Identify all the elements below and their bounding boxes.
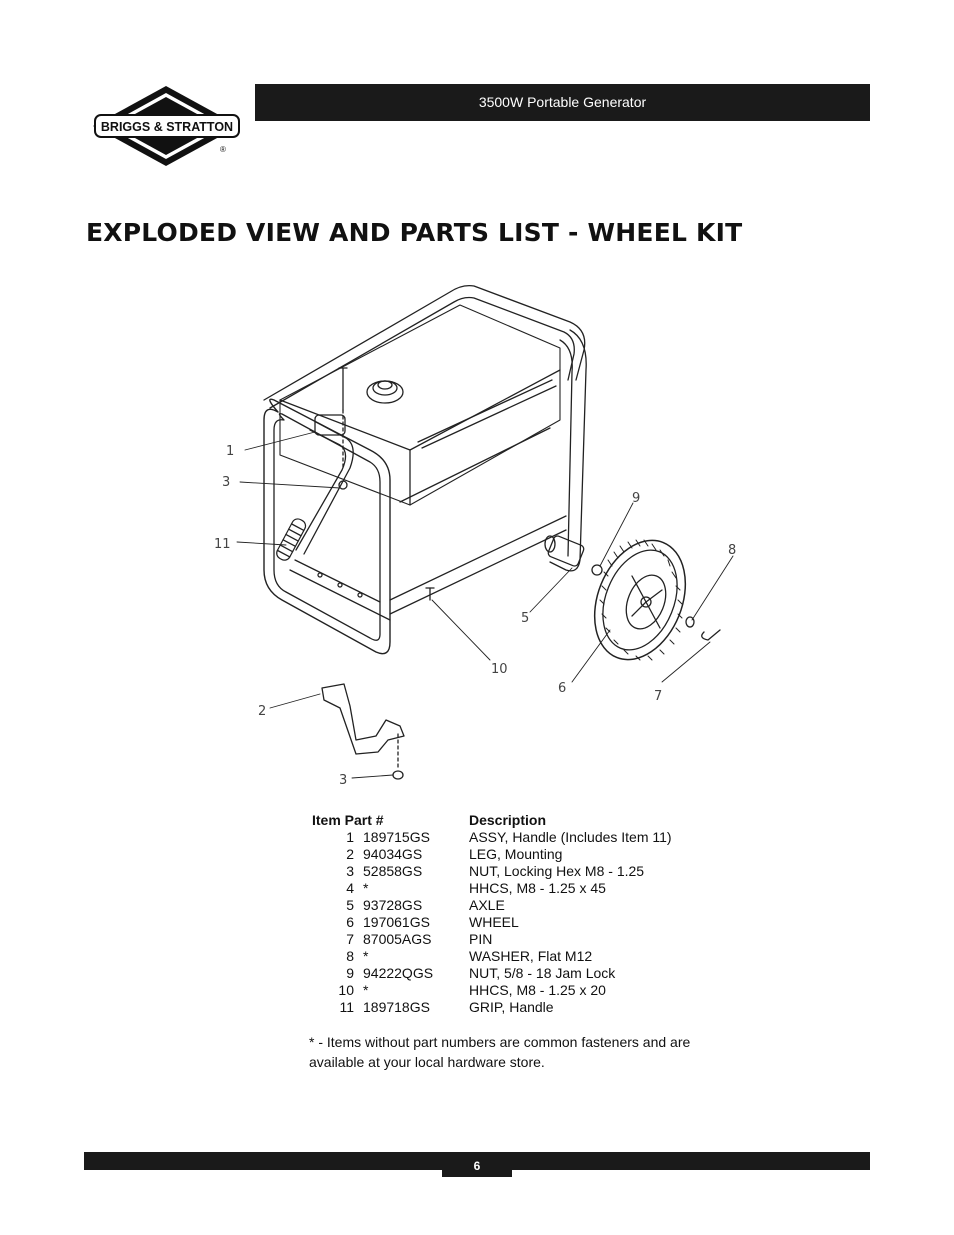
header-item-part: Item Part # (312, 812, 384, 828)
document-title: 3500W Portable Generator (478, 94, 647, 110)
part-description: NUT, Locking Hex M8 - 1.25 (469, 863, 645, 879)
table-row: 9 94222QGS NUT, 5/8 - 18 Jam Lock (312, 965, 672, 982)
table-row: 11 189718GS GRIP, Handle (312, 999, 672, 1016)
page-title: EXPLODED VIEW AND PARTS LIST - WHEEL KIT (86, 218, 743, 247)
table-row: 3 52858GS NUT, Locking Hex M8 - 1.25 (312, 863, 672, 880)
callout-7: 7 (654, 689, 662, 704)
callout-11: 11 (214, 537, 231, 552)
item-number: 2 (346, 846, 354, 862)
item-number: 5 (346, 897, 354, 913)
callout-5: 5 (521, 611, 529, 626)
part-description: WASHER, Flat M12 (469, 948, 593, 964)
item-number: 7 (346, 931, 354, 947)
part-number: 52858GS (363, 863, 423, 879)
item-number: 8 (346, 948, 354, 964)
table-row: 7 87005AGS PIN (312, 931, 672, 948)
table-row: 4 * HHCS, M8 - 1.25 x 45 (312, 880, 672, 897)
header-bar: 3500W Portable Generator (255, 84, 870, 121)
part-description: ASSY, Handle (Includes Item 11) (469, 829, 672, 845)
page-number: 6 (442, 1152, 512, 1177)
table-row: 5 93728GS AXLE (312, 897, 672, 914)
callout-2: 2 (258, 704, 266, 719)
table-row: 10 * HHCS, M8 - 1.25 x 20 (312, 982, 672, 999)
part-number: 189718GS (363, 999, 430, 1015)
part-description: PIN (469, 931, 493, 947)
part-number: 94034GS (363, 846, 423, 862)
item-number: 1 (346, 829, 354, 845)
item-number: 3 (346, 863, 354, 879)
item-number: 6 (346, 914, 354, 930)
item-number: 9 (346, 965, 354, 981)
callout-3-top: 3 (222, 475, 230, 490)
footnote: * - Items without part numbers are commo… (309, 1034, 691, 1070)
header-description: Description (469, 812, 547, 828)
part-description: WHEEL (469, 914, 519, 930)
part-description: GRIP, Handle (469, 999, 554, 1015)
callout-9: 9 (632, 491, 640, 506)
item-number: 10 (338, 982, 354, 998)
brand-logo: BRIGGS & STRATTON ® (92, 85, 244, 169)
table-row: 2 94034GS LEG, Mounting (312, 846, 672, 863)
part-number: 197061GS (363, 914, 430, 930)
callout-8: 8 (728, 543, 736, 558)
part-number: * (363, 982, 369, 998)
exploded-view-diagram: 1 3 11 9 8 5 10 6 7 2 3 (200, 270, 760, 800)
part-number: 87005AGS (363, 931, 432, 947)
item-number: 11 (339, 999, 354, 1015)
part-number: * (363, 948, 369, 964)
part-number: 189715GS (363, 829, 430, 845)
part-number: 93728GS (363, 897, 423, 913)
part-description: LEG, Mounting (469, 846, 563, 862)
part-number: * (363, 880, 369, 896)
part-description: HHCS, M8 - 1.25 x 20 (469, 982, 606, 998)
callout-1: 1 (226, 444, 234, 459)
table-row: 8 * WASHER, Flat M12 (312, 948, 672, 965)
registered-mark: ® (220, 145, 226, 154)
table-row: 6 197061GS WHEEL (312, 914, 672, 931)
parts-table-header: Item Part # Description (312, 812, 672, 829)
callout-10: 10 (491, 662, 508, 677)
part-number: 94222QGS (363, 965, 434, 981)
parts-list-table: Item Part # Description 1 189715GS ASSY, H… (312, 812, 672, 1016)
table-row: 1 189715GS ASSY, Handle (Includes Item 11) (312, 829, 672, 846)
callout-6: 6 (558, 681, 566, 696)
callout-3-bottom: 3 (339, 773, 347, 788)
item-number: 4 (346, 880, 354, 896)
part-description: HHCS, M8 - 1.25 x 45 (469, 880, 606, 896)
part-description: NUT, 5/8 - 18 Jam Lock (469, 965, 616, 981)
logo-text: BRIGGS & STRATTON (101, 120, 233, 134)
part-description: AXLE (469, 897, 505, 913)
